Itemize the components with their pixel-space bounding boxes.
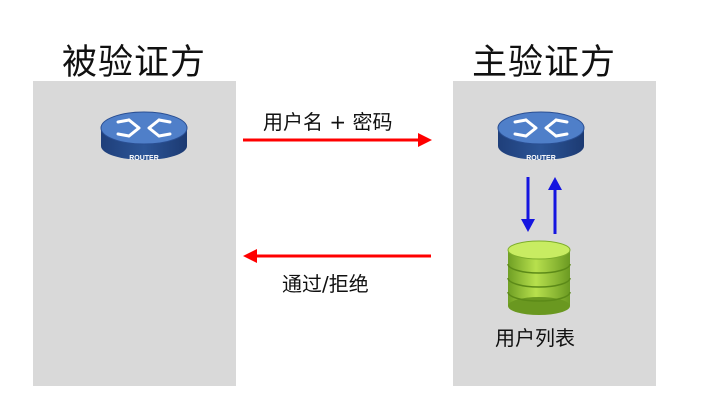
reply-label: 通过/拒绝: [282, 272, 369, 296]
user-list-label: 用户列表: [495, 326, 575, 350]
router-label-left: ROUTER: [129, 155, 159, 162]
router-icon-left: ROUTER: [100, 111, 188, 162]
router-icon-right: ROUTER: [497, 111, 585, 162]
query-arrow-down: [521, 177, 535, 232]
router-label-right: ROUTER: [526, 155, 556, 162]
authenticator-title: 主验证方: [472, 43, 617, 83]
request-label: 用户名 + 密码: [263, 110, 393, 134]
request-arrow: [243, 133, 432, 147]
authenticatee-title: 被验证方: [62, 43, 207, 83]
reply-arrow: [243, 249, 431, 263]
response-arrow-up: [548, 177, 562, 234]
database-icon: [507, 240, 571, 315]
